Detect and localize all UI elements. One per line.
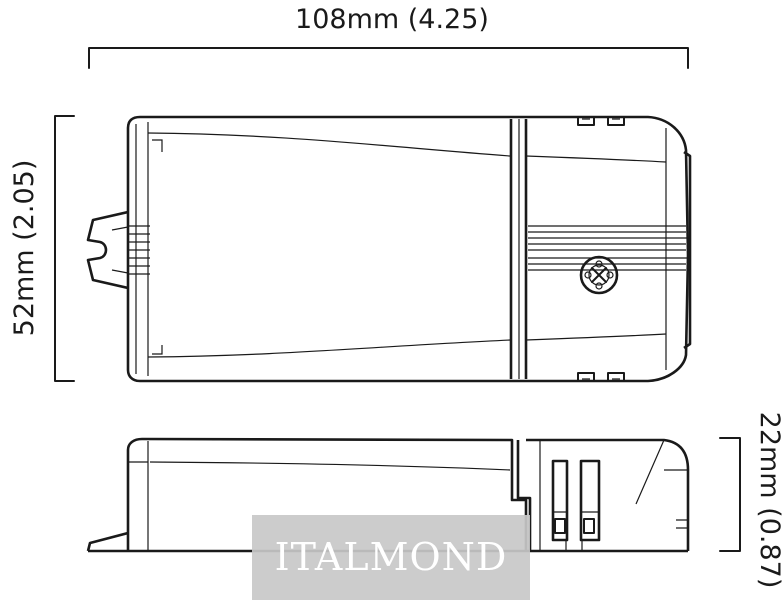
side-view-body xyxy=(126,437,528,551)
depth-dimension xyxy=(719,437,741,552)
rib-band-right xyxy=(528,225,686,271)
terminal-clip-bottom xyxy=(577,372,625,382)
cross-screw-icon xyxy=(579,255,619,295)
watermark-logo-text: ITALMOND xyxy=(275,535,508,579)
top-view xyxy=(86,115,692,383)
watermark: ITALMOND xyxy=(252,515,530,600)
connector-housing xyxy=(516,438,690,551)
terminal-clip-top xyxy=(577,116,625,126)
mounting-tab xyxy=(86,210,129,290)
width-dimension-label: 108mm (4.25) xyxy=(295,4,489,35)
terminal-connector-icon xyxy=(551,459,601,551)
depth-dimension-label: 22mm (0.87) xyxy=(754,412,784,589)
top-view-body xyxy=(126,115,690,383)
height-dimension xyxy=(54,115,75,382)
width-dimension xyxy=(88,47,689,69)
height-dimension-label: 52mm (2.05) xyxy=(9,160,40,337)
rib-band-left xyxy=(128,225,150,275)
